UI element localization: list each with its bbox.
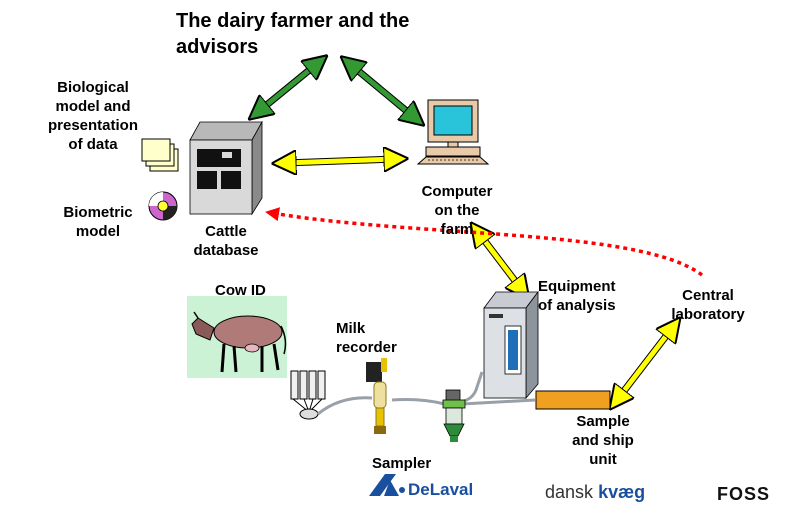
sample-unit-label: Sample and ship unit: [572, 413, 634, 468]
cattle-database-label: Cattle database: [193, 223, 259, 259]
computer-label: Computer on the farm: [421, 183, 493, 238]
central-lab-label: Central laboratory: [671, 287, 745, 323]
green-arrows: [258, 63, 415, 118]
biological-model-label: Biological model and presentation of dat…: [47, 79, 138, 153]
delaval-logo: DeLaval: [408, 480, 474, 499]
biometric-model-label: Biometric model: [63, 204, 133, 240]
milk-recorder-icon: [366, 358, 387, 434]
delaval-logo-mark: [369, 474, 405, 496]
documents-icon: [141, 138, 179, 172]
foss-logo: FOSS: [717, 484, 771, 504]
sampler-icon: [442, 389, 466, 442]
server-icon: [189, 120, 263, 216]
page-title: The dairy farmer and the advisors: [176, 10, 410, 58]
equipment-label: Equipment of analysis: [538, 278, 616, 314]
analyzer-icon: [483, 290, 539, 400]
computer-icon: [416, 99, 490, 165]
cow-icon: [187, 296, 287, 378]
milk-recorder-label: Milk recorder: [336, 320, 397, 356]
cow-id-label: Cow ID: [215, 282, 266, 299]
yellow-arrows: [284, 159, 673, 400]
sample-ship-unit: [535, 390, 611, 410]
kvaeg-text: kvæg: [598, 482, 646, 502]
dansk-text: dansk: [545, 482, 594, 502]
sampler-label: Sampler: [372, 455, 432, 472]
milking-claw-icon: [290, 370, 326, 420]
dansk-kvaeg-logo: dansk kvæg: [545, 482, 645, 503]
cd-disc-icon: [148, 191, 178, 221]
